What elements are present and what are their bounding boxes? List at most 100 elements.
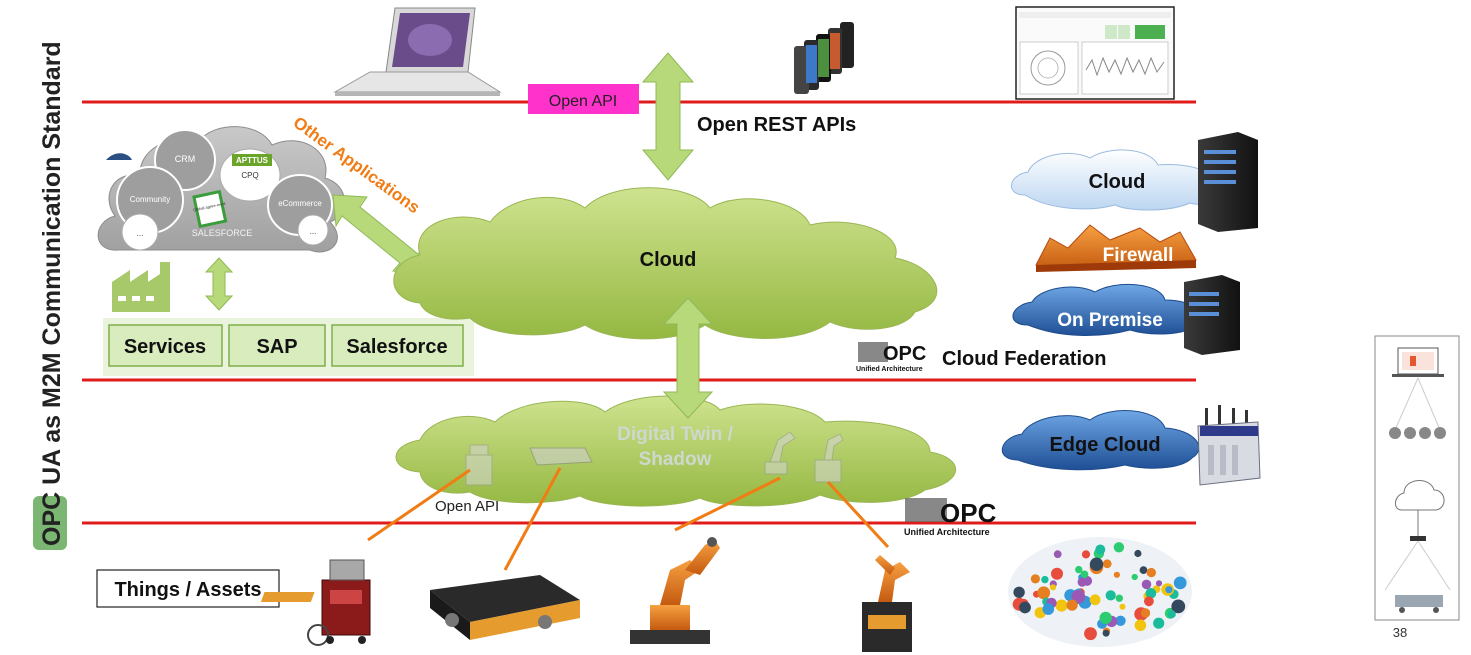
side-title: OPC UA as M2M Communication Standard [33, 41, 67, 550]
double-arrow-middle [662, 297, 714, 419]
iot-device-dot [1134, 619, 1147, 632]
iot-devices-cloud-icon [1008, 537, 1192, 647]
iot-device-dot [1037, 586, 1051, 600]
opc-badge [33, 496, 67, 550]
laptop-icon [333, 7, 502, 96]
industrial-robot-icon-1 [630, 537, 720, 644]
sap-button[interactable]: SAP [228, 324, 326, 367]
side-title-opc: OPC [38, 492, 66, 546]
iot-device-dot [1019, 601, 1031, 614]
main-cloud [393, 187, 938, 340]
side-title-rest: UA as M2M Communication Standard [38, 41, 66, 492]
double-arrow-top [641, 52, 695, 181]
services-button[interactable]: Services [108, 324, 223, 367]
connector-robot-1 [674, 476, 781, 532]
iot-device-dot [1105, 590, 1116, 601]
opc-logo-1-mark: OPC [883, 343, 926, 365]
iot-device-dot [1102, 629, 1110, 637]
salesforce-cloud-label: SALESFORCE [192, 228, 253, 238]
iot-device-dot [1080, 570, 1089, 579]
iot-device-dot [1131, 573, 1138, 581]
factory-icon [112, 262, 170, 312]
open-api-bottom-label: Open API [435, 498, 499, 515]
iot-device-dot [1089, 557, 1104, 571]
sap-button-label: SAP [256, 336, 297, 358]
digital-twin-line1: Digital Twin / [617, 424, 733, 445]
svg-text:OPC UA as M2M Communication St: OPC UA as M2M Communication Standard [38, 41, 66, 546]
twin-robot-icon-1 [764, 431, 796, 475]
firewall-icon: Firewall [1035, 224, 1197, 272]
iot-device-dot [1013, 586, 1025, 598]
thumbnail-preview [1374, 335, 1460, 621]
dots-right: ... [310, 227, 317, 236]
twin-welder-icon [465, 444, 493, 486]
iot-device-dot [1153, 617, 1165, 629]
iot-device-dot [1081, 550, 1091, 559]
iot-device-dot [1113, 542, 1125, 553]
iot-device-dot [1066, 599, 1078, 611]
connector-robot-2 [826, 480, 890, 549]
open-rest-apis-label: Open REST APIs [697, 114, 856, 136]
iot-device-dot [1115, 615, 1126, 626]
smartphones-icon [794, 22, 854, 94]
iot-device-dot [1084, 627, 1097, 641]
connector-agv [503, 467, 562, 571]
industrial-robot-icon-2 [862, 555, 912, 652]
on-premise-cloud: On Premise [1012, 283, 1202, 336]
firewall-label: Firewall [1103, 245, 1174, 266]
open-api-top-label: Open API [549, 93, 618, 110]
opc-logo-1-sub: Unified Architecture [856, 366, 923, 373]
doc-badge-label: Global agree-ment [193, 201, 227, 213]
iot-device-dot [1171, 599, 1186, 614]
cloud-right-label: Cloud [1089, 171, 1146, 193]
iot-device-dot [1139, 566, 1148, 574]
iot-device-dot [1049, 584, 1057, 591]
opc-logo-2-mark: OPC [940, 498, 997, 528]
digital-twin-label: Digital Twin /Shadow [617, 424, 733, 470]
opc-ua-logo-2: OPC Unified Architecture [904, 498, 997, 537]
dots-left: ... [137, 229, 144, 238]
connector-welder [367, 468, 471, 542]
on-premise-label: On Premise [1057, 310, 1163, 331]
opc-logo-2-sub: Unified Architecture [904, 527, 990, 537]
iot-device-dot [1095, 544, 1106, 555]
open-api-box [528, 84, 639, 114]
twin-agv-icon [529, 447, 593, 466]
welder-icon [307, 559, 371, 646]
ecommerce-label: eCommerce [278, 199, 322, 208]
apttus-label: APTTUS [236, 156, 269, 165]
iot-device-dot [1155, 580, 1163, 587]
salesforce-cloud: CRM APTTUS CPQ Community eCommerce ... .… [97, 126, 345, 253]
iot-device-dot [1115, 594, 1124, 602]
iot-device-dot [1075, 565, 1083, 574]
agv-icon [260, 575, 580, 640]
iot-device-dot [1173, 576, 1187, 590]
cpq-label: CPQ [241, 171, 258, 180]
iot-device-dot [1055, 599, 1068, 612]
main-cloud-label: Cloud [640, 249, 697, 271]
iot-device-dot [1042, 603, 1055, 615]
crm-label: CRM [175, 154, 196, 164]
iot-device-dot [1146, 567, 1157, 578]
iot-device-dot [1134, 549, 1142, 558]
salesforce-button[interactable]: Salesforce [331, 324, 464, 367]
iot-device-dot [1165, 586, 1173, 594]
edge-cloud: Edge Cloud [1001, 410, 1200, 471]
iot-device-dot [1030, 574, 1040, 584]
iot-device-dot [1053, 550, 1062, 559]
iot-device-dot [1077, 577, 1087, 587]
small-vertical-arrow [204, 257, 234, 311]
edge-cloud-label: Edge Cloud [1049, 434, 1160, 456]
dashboard-screenshot [1015, 6, 1175, 100]
iot-device-dot [1144, 596, 1154, 607]
iot-device-dot [1167, 610, 1176, 619]
server-icon-bottom [1184, 275, 1240, 355]
iot-device-dot [1113, 571, 1120, 578]
things-assets-label: Things / Assets [114, 579, 261, 601]
iot-device-dot [1119, 603, 1126, 610]
services-button-label: Services [124, 336, 206, 358]
iot-device-dot [1145, 588, 1157, 599]
iot-device-dot [1089, 594, 1101, 606]
iot-device-dot [1140, 608, 1151, 618]
